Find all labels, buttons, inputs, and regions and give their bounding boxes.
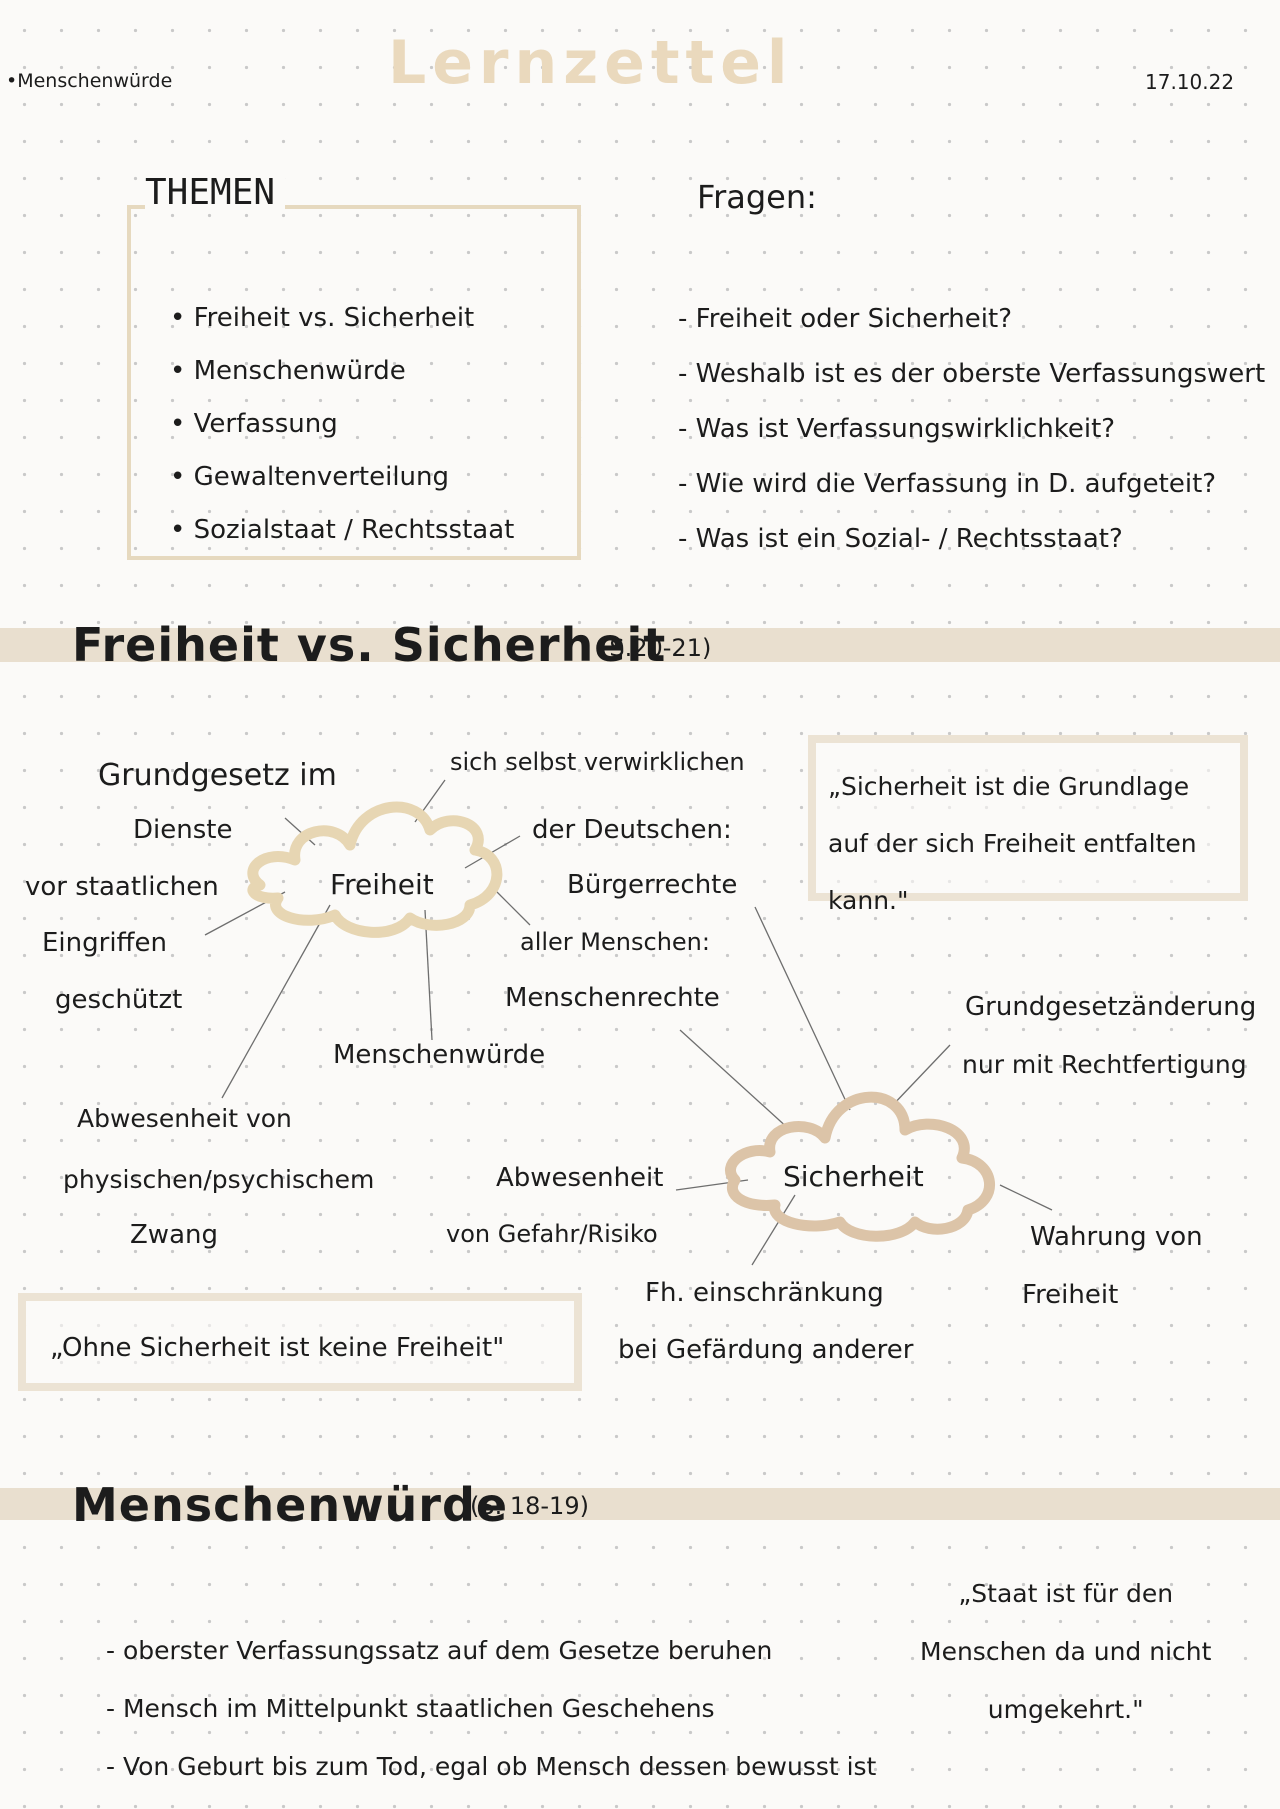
topic-tag: •Menschenwürde xyxy=(6,70,173,92)
node-gg-aenderung-2: nur mit Rechtfertigung xyxy=(962,1050,1247,1079)
node-gg-aenderung: Grundgesetzänderung xyxy=(965,992,1257,1022)
sicherheit-cloud xyxy=(725,1091,996,1242)
page-title: Lernzettel xyxy=(388,28,794,98)
node-grundgesetz: Grundgesetz im xyxy=(98,758,337,793)
section-band xyxy=(0,1488,1280,1520)
sicherheit-label: Sicherheit xyxy=(783,1160,924,1193)
node-eingriffen-3: geschützt xyxy=(55,985,183,1015)
node-selbst: sich selbst verwirklichen xyxy=(450,748,745,776)
node-eingriffen: vor staatlichen xyxy=(25,872,219,902)
date: 17.10.22 xyxy=(1145,70,1235,94)
list-item: - Von Geburt bis zum Tod, egal ob Mensch… xyxy=(106,1752,877,1781)
node-gefahr-2: von Gefahr/Risiko xyxy=(446,1220,658,1248)
themen-list: • Freiheit vs. Sicherheit • Menschenwürd… xyxy=(170,292,514,557)
node-grundgesetz-2: Dienste xyxy=(133,815,233,845)
freiheit-label: Freiheit xyxy=(330,868,434,901)
quote-box xyxy=(808,735,1248,901)
quote-line: kann." xyxy=(828,886,909,915)
list-item: - oberster Verfassungssatz auf dem Geset… xyxy=(106,1636,773,1665)
list-item: - Weshalb ist es der oberste Verfassungs… xyxy=(678,359,1266,389)
quote-text: „Sicherheit ist die Grundlage auf der si… xyxy=(828,758,1197,929)
list-item: - Was ist ein Sozial- / Rechtsstaat? xyxy=(678,524,1123,554)
themen-box xyxy=(127,205,581,560)
node-fh: Fh. einschränkung xyxy=(645,1278,884,1308)
list-item: - Wie wird die Verfassung in D. aufgetei… xyxy=(678,469,1217,499)
node-zwang: Abwesenheit von xyxy=(77,1104,292,1133)
list-item: • Sozialstaat / Rechtsstaat xyxy=(170,515,515,545)
page-ref: (S.20-21) xyxy=(600,634,712,662)
list-item: - Was ist Verfassungswirklichkeit? xyxy=(678,414,1116,444)
list-item: • Verfassung xyxy=(170,409,338,439)
section-title: Menschenwürde xyxy=(72,1478,509,1532)
page-ref: (S. 18-19) xyxy=(470,1492,589,1520)
node-wahrung: Wahrung von xyxy=(1030,1222,1203,1252)
fragen-list: - Freiheit oder Sicherheit? - Weshalb is… xyxy=(678,292,1265,567)
section-title: Freiheit vs. Sicherheit xyxy=(72,618,667,672)
quote-line: umgekehrt." xyxy=(987,1695,1144,1724)
node-deutschen: der Deutschen: xyxy=(532,815,732,845)
list-item: - Freiheit oder Sicherheit? xyxy=(678,304,1012,334)
themen-heading: THEMEN xyxy=(145,172,286,213)
list-item: • Gewaltenverteilung xyxy=(170,462,450,492)
node-menschenwuerde: Menschenwürde xyxy=(333,1040,546,1070)
node-fh-2: bei Gefärdung anderer xyxy=(618,1335,914,1365)
list-item: - Mensch im Mittelpunkt staatlichen Gesc… xyxy=(106,1694,715,1723)
node-eingriffen-2: Eingriffen xyxy=(42,928,167,958)
node-deutschen-2: Bürgerrechte xyxy=(567,870,738,900)
section-band xyxy=(0,628,1280,662)
freiheit-cloud xyxy=(247,801,503,938)
fragen-heading: Fragen: xyxy=(697,178,817,216)
list-item: • Menschenwürde xyxy=(170,356,406,386)
node-menschen: aller Menschen: xyxy=(520,928,710,956)
menschenwuerde-list: - oberster Verfassungssatz auf dem Geset… xyxy=(106,1622,876,1796)
quote-text: „Staat ist für den Menschen da und nicht… xyxy=(920,1565,1211,1739)
quote-text: „Ohne Sicherheit ist keine Freiheit" xyxy=(50,1333,505,1363)
quote-box xyxy=(18,1293,582,1391)
quote-line: Menschen da und nicht xyxy=(920,1637,1212,1666)
list-item: • Freiheit vs. Sicherheit xyxy=(170,303,475,333)
node-gefahr: Abwesenheit xyxy=(496,1163,664,1193)
quote-line: „Sicherheit ist die Grundlage xyxy=(828,772,1190,801)
node-zwang-2: physischen/psychischem xyxy=(63,1165,375,1194)
node-zwang-3: Zwang xyxy=(130,1220,218,1250)
node-menschen-2: Menschenrechte xyxy=(505,983,720,1013)
node-wahrung-2: Freiheit xyxy=(1022,1280,1119,1310)
quote-line: auf der sich Freiheit entfalten xyxy=(828,829,1197,858)
quote-line: „Staat ist für den xyxy=(958,1579,1174,1608)
